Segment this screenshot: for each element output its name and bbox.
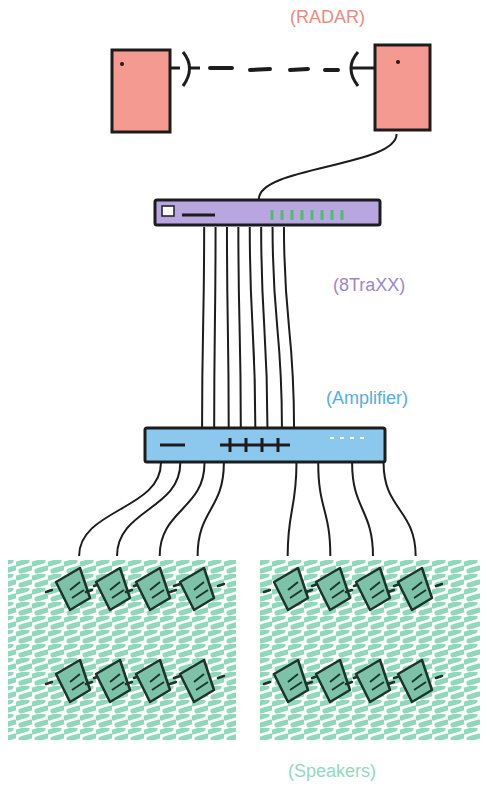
radar-drawing <box>112 45 430 132</box>
amplifier-drawing <box>145 428 385 462</box>
sequencer-unit: (8TraXX) <box>154 199 382 227</box>
device-label: (Speakers) <box>288 760 376 782</box>
amplifier-unit: (Amplifier) <box>144 427 386 463</box>
device-label: (RADAR) <box>290 6 365 28</box>
cable <box>259 134 397 199</box>
radar-unit: (RADAR) <box>110 44 432 134</box>
cable <box>202 227 294 427</box>
device-label: (8TraXX) <box>333 274 405 296</box>
speaker-group: (Speakers) <box>8 556 482 742</box>
speaker-array <box>8 560 480 740</box>
sequencer-drawing <box>155 200 380 225</box>
cable <box>79 463 416 556</box>
device-label: (Amplifier) <box>326 387 408 409</box>
